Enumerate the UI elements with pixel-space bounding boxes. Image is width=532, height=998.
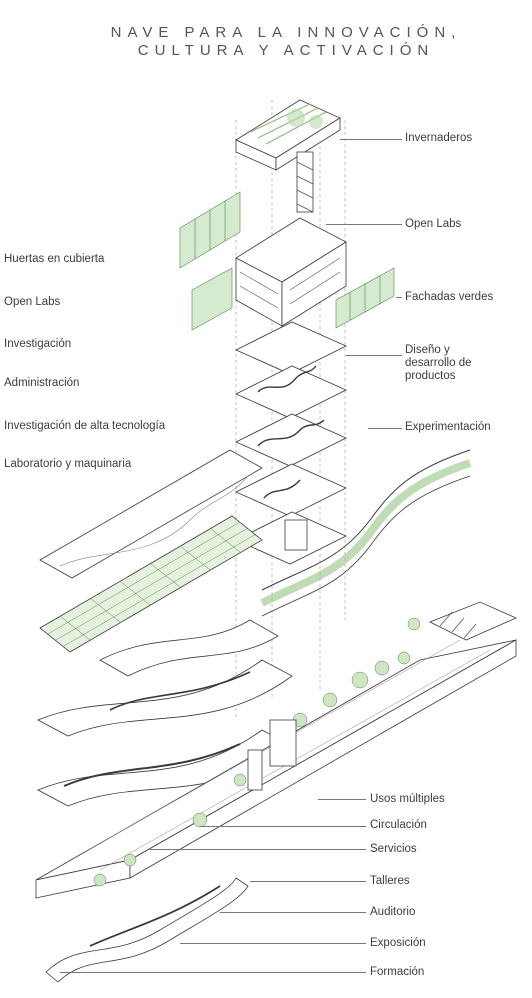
green-facade-right (335, 267, 395, 329)
label-talleres: Talleres (370, 875, 410, 887)
greenhouse-grid-slab (39, 515, 263, 653)
label-investigacion: Investigación (4, 338, 72, 350)
floor-slab-2 (235, 365, 347, 419)
leader-talleres (250, 881, 366, 882)
floor-slab-3 (235, 413, 347, 467)
label-open-labs-left: Open Labs (4, 296, 61, 308)
label-huertas-en-cubierta: Huertas en cubierta (4, 253, 105, 265)
label-exposicion: Exposición (370, 937, 426, 949)
leader-diseno (346, 355, 402, 356)
stair-tower (296, 151, 314, 213)
floor-slab-4 (235, 463, 347, 517)
open-labs-building (235, 217, 347, 327)
label-open-labs-right: Open Labs (405, 218, 462, 230)
greenhouse-roof-block (235, 99, 341, 171)
diagram-title-line-1: NAVE PARA LA INNOVACIÓN, (110, 24, 462, 41)
leader-open-labs (326, 224, 402, 225)
label-usos-multiples: Usos múltiples (370, 793, 445, 805)
leader-circulacion (200, 826, 366, 827)
leader-invernaderos (340, 139, 402, 140)
curved-slab-b (37, 659, 293, 737)
label-investigacion-alta-tecnologia: Investigación de alta tecnología (4, 420, 166, 432)
leader-fachadas (396, 297, 402, 298)
leader-formacion (60, 972, 366, 973)
curved-slab-a (99, 619, 279, 677)
label-formacion: Formación (370, 966, 425, 978)
label-circulacion: Circulación (370, 819, 427, 831)
floor-slab-5 (235, 511, 347, 565)
label-fachadas-verdes: Fachadas verdes (405, 291, 494, 303)
diagram-title-line-2: CULTURA Y ACTIVACIÓN (137, 42, 435, 59)
leader-usos-multiples (318, 799, 366, 800)
main-hall (35, 601, 517, 899)
label-laboratorio-maquinaria: Laboratorio y maquinaria (4, 458, 132, 470)
label-diseno-desarrollo: Diseño y desarrollo de productos (405, 344, 472, 382)
leader-servicios (150, 849, 366, 850)
leader-exposicion (180, 943, 366, 944)
label-administracion: Administración (4, 377, 80, 389)
green-facade-left (179, 191, 241, 331)
label-servicios: Servicios (370, 843, 417, 855)
auditorium-ribbon (45, 877, 249, 983)
leader-experimentacion (368, 428, 402, 429)
label-experimentacion: Experimentación (405, 421, 491, 433)
leader-auditorio (220, 912, 366, 913)
floor-slab-1 (235, 321, 347, 375)
label-auditorio: Auditorio (370, 906, 416, 918)
label-invernaderos: Invernaderos (405, 132, 473, 144)
green-wave-wall (260, 449, 472, 617)
long-roof-slab (39, 449, 263, 579)
